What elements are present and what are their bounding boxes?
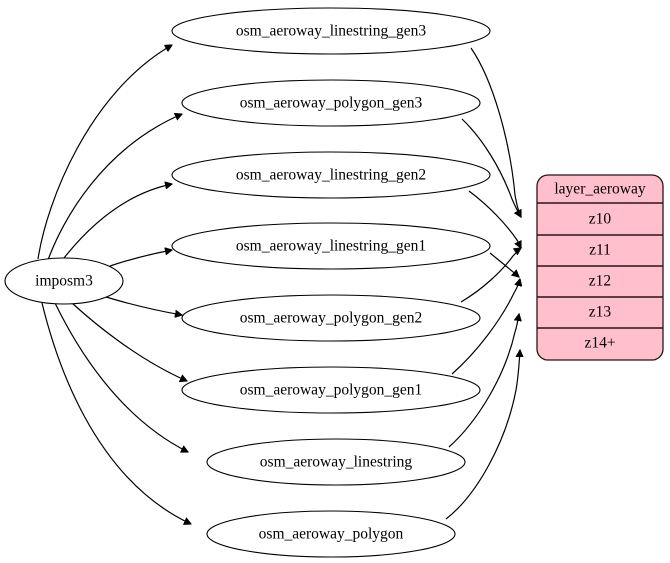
- table-row-z11-label[interactable]: z11: [589, 242, 611, 259]
- node-layer-aeroway-table[interactable]: layer_aeroway z10 z11 z12 z13 z14+: [536, 174, 664, 361]
- edge-polygon-to-z14: [445, 350, 520, 520]
- imposm3-ellipse[interactable]: [4, 257, 124, 305]
- node-label: osm_aeroway_linestring_gen1: [236, 238, 426, 255]
- node-osm-aeroway-polygon-gen1[interactable]: osm_aeroway_polygon_gen1: [181, 366, 481, 414]
- node-label: osm_aeroway_linestring_gen2: [236, 167, 426, 184]
- node-label: osm_aeroway_linestring: [260, 454, 413, 471]
- node-ellipse-shape[interactable]: [181, 366, 481, 414]
- node-ellipse-shape[interactable]: [206, 510, 456, 558]
- node-ellipse-shape[interactable]: [206, 438, 466, 486]
- edge-linestring-gen1-to-z12: [489, 252, 519, 277]
- node-osm-aeroway-polygon-gen2[interactable]: osm_aeroway_polygon_gen2: [181, 294, 481, 342]
- table-header-label: layer_aeroway: [554, 181, 645, 198]
- edge-linestring-gen3-to-z10: [470, 47, 521, 217]
- node-imposm3[interactable]: imposm3: [4, 257, 124, 305]
- edges-tables-to-layer: [445, 47, 521, 520]
- table-row-z14-label[interactable]: z14+: [584, 335, 615, 352]
- edge-imposm3-to-polygon-gen1: [71, 302, 187, 381]
- edges-source-to-tables: [37, 45, 191, 524]
- node-label: osm_aeroway_polygon_gen1: [240, 382, 423, 399]
- table-row-z13-label[interactable]: z13: [589, 304, 612, 321]
- edge-polygon-gen3-to-z10: [461, 118, 521, 217]
- node-osm-aeroway-linestring[interactable]: osm_aeroway_linestring: [206, 438, 466, 486]
- node-ellipse-shape[interactable]: [171, 222, 491, 270]
- node-osm-aeroway-polygon[interactable]: osm_aeroway_polygon: [206, 510, 456, 558]
- table-row-z12-label[interactable]: z12: [589, 273, 611, 290]
- table-border: [536, 174, 664, 361]
- edge-linestring-gen2-to-z11: [468, 190, 521, 248]
- table-row-z10-label[interactable]: z10: [589, 211, 612, 228]
- node-osm-aeroway-polygon-gen3[interactable]: osm_aeroway_polygon_gen3: [181, 79, 481, 127]
- node-label: osm_aeroway_polygon_gen2: [240, 310, 423, 327]
- edge-imposm3-to-polygon: [41, 302, 191, 524]
- node-osm-aeroway-linestring-gen2[interactable]: osm_aeroway_linestring_gen2: [171, 151, 491, 199]
- node-ellipse-shape[interactable]: [181, 294, 481, 342]
- node-osm-aeroway-linestring-gen1[interactable]: osm_aeroway_linestring_gen1: [171, 222, 491, 270]
- edge-polygon-gen2-to-z11: [460, 248, 521, 303]
- node-label: osm_aeroway_linestring_gen3: [236, 23, 427, 40]
- node-osm-aeroway-linestring-gen3[interactable]: osm_aeroway_linestring_gen3: [171, 7, 491, 55]
- edge-imposm3-to-linestring-gen1: [109, 250, 172, 267]
- edge-imposm3-to-linestring-gen3: [37, 45, 172, 260]
- edge-imposm3-to-linestring: [54, 302, 188, 452]
- edge-linestring-to-z13: [448, 314, 519, 448]
- edge-imposm3-to-polygon-gen2: [105, 296, 182, 315]
- node-ellipse-shape[interactable]: [171, 151, 491, 199]
- node-label: osm_aeroway_polygon_gen3: [240, 95, 423, 112]
- table-background: [537, 175, 663, 360]
- imposm3-label: imposm3: [35, 273, 93, 290]
- node-label: osm_aeroway_polygon: [259, 526, 404, 543]
- node-ellipse-shape[interactable]: [181, 79, 481, 127]
- edge-imposm3-to-polygon-gen3: [47, 114, 182, 261]
- edge-polygon-gen1-to-z12: [451, 279, 520, 375]
- edge-imposm3-to-linestring-gen2: [63, 184, 172, 259]
- node-ellipse-shape[interactable]: [171, 7, 491, 55]
